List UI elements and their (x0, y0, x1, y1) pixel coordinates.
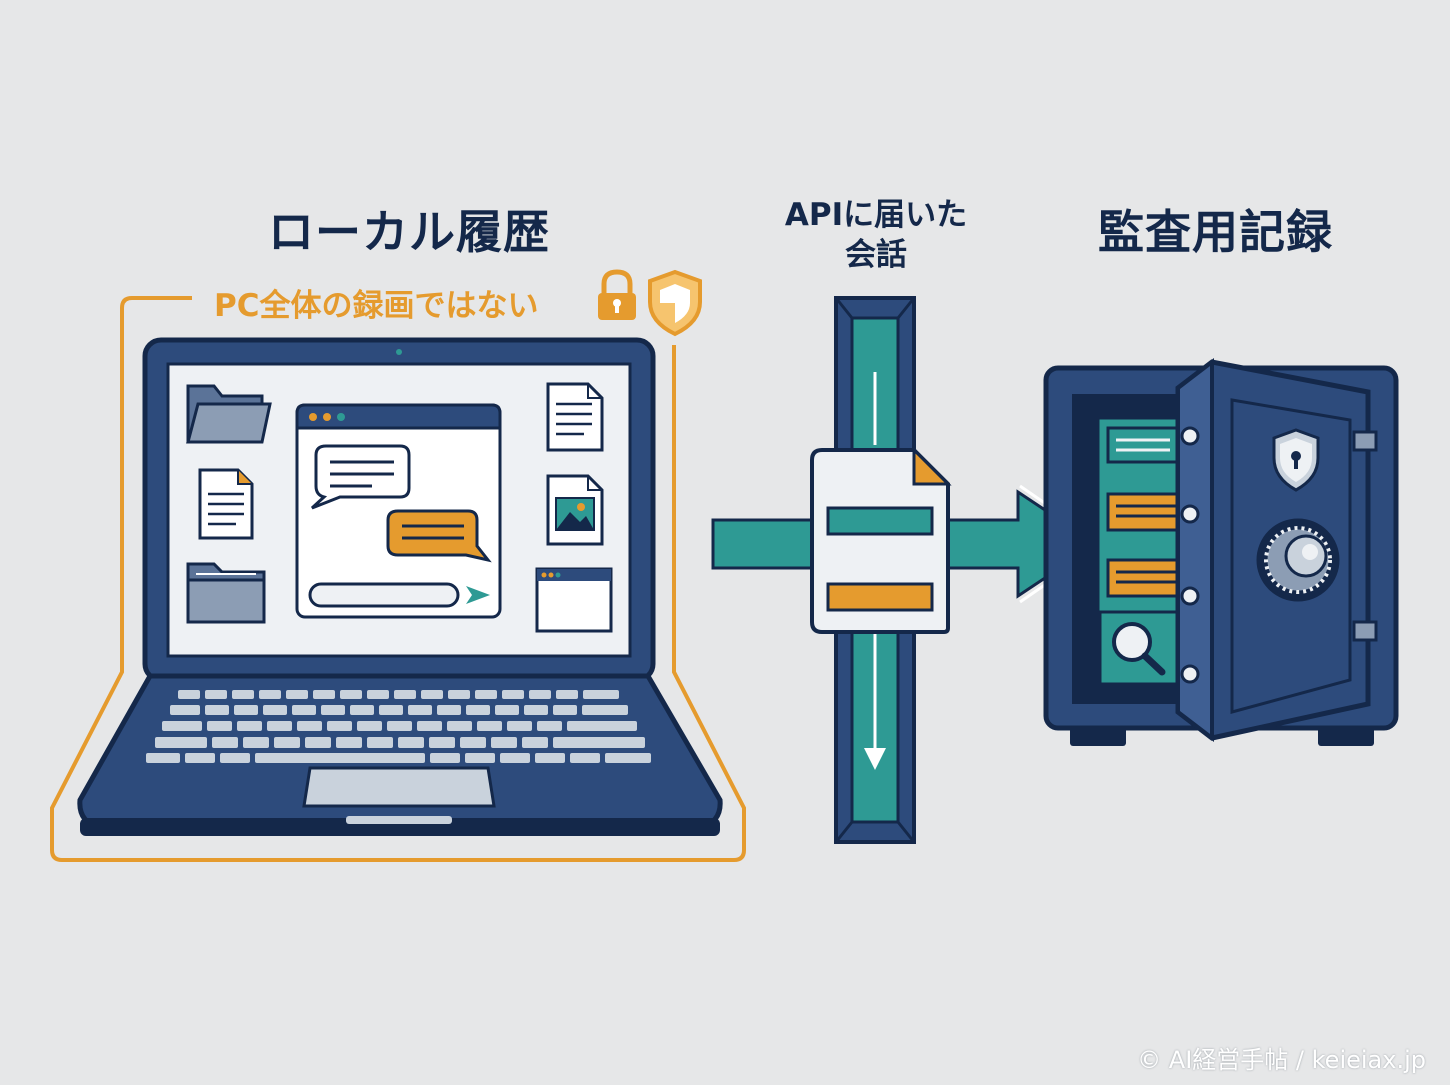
keyboard (146, 690, 651, 763)
lock-icon (598, 269, 636, 320)
shield-icon (648, 269, 702, 337)
credit-watermark: © AI経営手帖 / keieiax.jp (1137, 1046, 1426, 1074)
safe-icon (1043, 357, 1399, 746)
window-icon (535, 567, 613, 633)
local-history-title: ローカル履歴 (268, 205, 550, 259)
scope-bracket (50, 296, 746, 862)
api-title-line-2: 会話 (845, 237, 907, 273)
send-icon (466, 586, 490, 604)
chat-bubble-icon (386, 509, 492, 563)
audit-records-title: 監査用記録 (1098, 205, 1333, 259)
api-title-line-1: APIに届いた (784, 197, 968, 233)
chat-window (295, 403, 502, 619)
document-icon (198, 468, 254, 540)
not-full-recording-note: PC全体の録画ではない (214, 288, 539, 324)
chat-bubble-icon (310, 444, 411, 510)
api-conversations-title: APIに届いた 会話 (740, 195, 1012, 275)
laptop (77, 337, 723, 836)
conversation-document (810, 446, 952, 634)
magnifier-icon (1112, 622, 1166, 676)
folder-icon (186, 384, 272, 444)
folder-icon (186, 562, 266, 624)
document-icon (546, 382, 604, 452)
combination-dial-icon (1256, 518, 1340, 602)
image-file-icon (546, 474, 604, 546)
keyhole-shield-icon (1272, 428, 1320, 492)
